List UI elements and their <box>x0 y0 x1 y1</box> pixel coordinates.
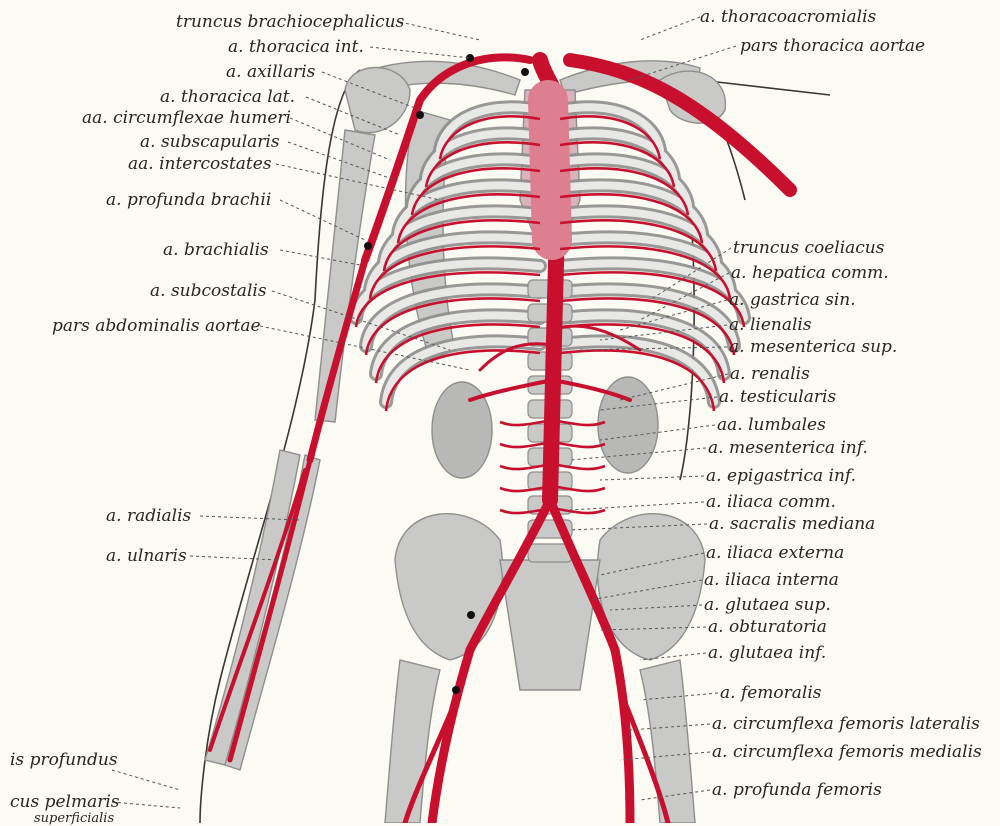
label-cus-pelmaris: cus pelmaris <box>10 794 120 811</box>
left-shoulder <box>345 68 410 133</box>
label-superficialis: superficialis <box>34 812 114 825</box>
label-a-thoracica-int: a. thoracica int. <box>228 39 364 56</box>
label-a-lienalis: a. lienalis <box>729 317 812 334</box>
right-femoral-artery <box>615 650 630 823</box>
label-pars-thoracica-aortae: pars thoracica aortae <box>740 38 925 55</box>
lumbar-artery <box>552 464 605 469</box>
label-a-iliaca-interna: a. iliaca interna <box>704 572 839 589</box>
lumbar-artery <box>552 442 605 447</box>
label-a-profunda-femoris: a. profunda femoris <box>712 782 882 799</box>
label-a-obturatoria: a. obturatoria <box>708 619 827 636</box>
label-a-profunda-brachii: a. profunda brachii <box>106 192 271 209</box>
label-a-brachialis: a. brachialis <box>163 242 269 259</box>
label-a-circumflexa-femoris-lateralis: a. circumflexa femoris lateralis <box>712 716 980 733</box>
leader-line <box>640 17 700 40</box>
label-a-radialis: a. radialis <box>106 508 191 525</box>
leader-line <box>600 476 704 480</box>
leader-line <box>400 22 480 40</box>
label-a-gastrica-sin: a. gastrica sin. <box>729 292 856 309</box>
label-a-sacralis-mediana: a. sacralis mediana <box>709 516 875 533</box>
label-is-profundus: is profundus <box>10 752 118 769</box>
label-a-testicularis: a. testicularis <box>719 389 836 406</box>
humerus <box>315 130 375 422</box>
label-truncus-coeliacus: truncus coeliacus <box>733 240 884 257</box>
label-a-iliaca-externa: a. iliaca externa <box>706 545 844 562</box>
label-a-epigastrica-inf: a. epigastrica inf. <box>706 468 856 485</box>
label-truncus-brachiocephalicus: truncus brachiocephalicus <box>176 14 404 31</box>
leader-line <box>112 802 180 808</box>
label-a-glutaea-sup: a. glutaea sup. <box>704 597 831 614</box>
label-a-mesenterica-inf: a. mesenterica inf. <box>708 440 868 457</box>
label-a-subscapularis: a. subscapularis <box>140 134 280 151</box>
arteries <box>210 57 790 823</box>
label-a-mesenterica-sup: a. mesenterica sup. <box>729 339 897 356</box>
label-a-subcostalis: a. subcostalis <box>150 283 267 300</box>
leader-line <box>370 47 470 58</box>
label-a-ulnaris: a. ulnaris <box>106 548 187 565</box>
left-pelvis <box>395 514 503 660</box>
label-aa-lumbales: aa. lumbales <box>717 417 826 434</box>
label-a-thoracica-lat: a. thoracica lat. <box>160 89 295 106</box>
label-a-axillaris: a. axillaris <box>226 64 315 81</box>
aortic-arch-shade <box>548 100 552 240</box>
label-a-renalis: a. renalis <box>730 366 810 383</box>
label-a-hepatica-comm: a. hepatica comm. <box>731 265 889 282</box>
leader-line <box>112 770 180 790</box>
label-aa-circumflexae-humeri: aa. circumflexae humeri <box>82 110 291 127</box>
label-a-femoralis: a. femoralis <box>720 685 822 702</box>
label-aa-intercostates: aa. intercostates <box>128 156 272 173</box>
label-pars-abdominalis-aortae: pars abdominalis aortae <box>52 318 261 335</box>
label-a-iliaca-comm: a. iliaca comm. <box>706 494 836 511</box>
label-a-glutaea-inf: a. glutaea inf. <box>708 645 826 662</box>
leader-line <box>570 502 704 510</box>
label-a-circumflexa-femoris-medialis: a. circumflexa femoris medialis <box>712 744 982 761</box>
label-a-thoracoacromialis: a. thoracoacromialis <box>700 9 876 26</box>
